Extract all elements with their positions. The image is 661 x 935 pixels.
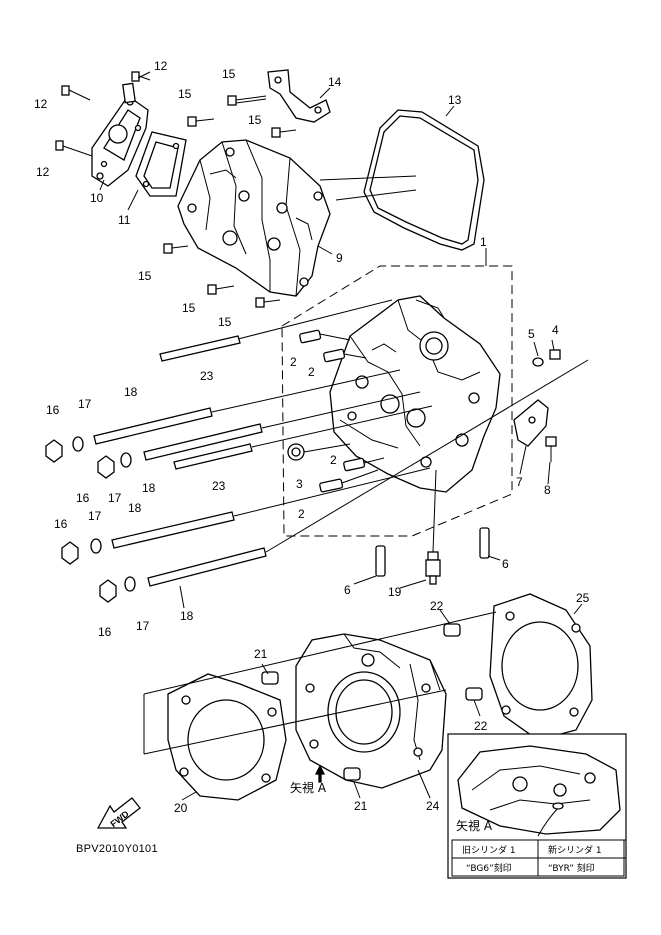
- callout-leaders: [99, 71, 583, 801]
- callout-17-a: 17: [78, 397, 92, 411]
- callout-4: 4: [552, 323, 559, 337]
- callout-23-b: 23: [212, 479, 226, 493]
- callout-15-e: 15: [182, 301, 196, 315]
- washer-17-group: [72, 436, 136, 592]
- dowel-6-group: [375, 527, 490, 577]
- callout-10: 10: [90, 191, 104, 205]
- cylinder-head-cover-9: [177, 139, 331, 297]
- callout-23-a: 23: [200, 369, 214, 383]
- callout-11: 11: [118, 213, 131, 227]
- callout-12-c: 12: [36, 165, 50, 179]
- assembly-leader-lines: [143, 175, 497, 755]
- callout-15-f: 15: [218, 315, 232, 329]
- callout-15-d: 15: [138, 269, 152, 283]
- callout-15-c: 15: [248, 113, 262, 127]
- callout-17-c: 17: [88, 509, 102, 523]
- bolt-12-group: [55, 71, 151, 157]
- stud-18-group: [93, 407, 267, 587]
- callout-6-a: 6: [344, 583, 351, 597]
- bracket-14: [267, 69, 331, 123]
- inset-value-old: “BG6”刻印: [466, 862, 512, 874]
- cylinder-head-1: [329, 295, 501, 493]
- inset-title: 矢視 A: [456, 818, 493, 833]
- callout-25: 25: [576, 591, 590, 605]
- callout-16-c: 16: [54, 517, 68, 531]
- bracket-7: [513, 399, 549, 447]
- callout-21-b: 21: [354, 799, 368, 813]
- callout-22-b: 22: [474, 719, 488, 733]
- inset-view-a: [447, 733, 627, 879]
- callout-6-b: 6: [502, 557, 509, 571]
- valve-seal-2-group: [299, 329, 385, 493]
- view-a-label: 矢視 A: [290, 780, 327, 795]
- callout-9: 9: [336, 251, 343, 265]
- callout-20: 20: [174, 801, 188, 815]
- view-a-arrow: [314, 764, 326, 783]
- cylinder-24: [295, 633, 447, 789]
- drawing-code: BPV2010Y0101: [76, 843, 158, 855]
- callout-13: 13: [448, 93, 462, 107]
- callout-17-d: 17: [136, 619, 150, 633]
- callout-18-a: 18: [124, 385, 138, 399]
- callout-2-c: 2: [330, 453, 337, 467]
- callout-12-a: 12: [154, 59, 168, 73]
- nut-16-group: [45, 439, 117, 603]
- callout-21-a: 21: [254, 647, 268, 661]
- callout-3: 3: [296, 477, 303, 491]
- inset-header-new: 新シリンダ 1: [548, 844, 602, 856]
- callout-18-b: 18: [142, 481, 156, 495]
- plug-3: [287, 443, 351, 461]
- callout-2-d: 2: [298, 507, 305, 521]
- callout-2-a: 2: [290, 355, 297, 369]
- dowel-22-group: [443, 623, 483, 701]
- callout-1: 1: [480, 235, 487, 249]
- callout-24: 24: [426, 799, 440, 813]
- callout-8: 8: [544, 483, 551, 497]
- thermostat-cover-10: [91, 82, 149, 187]
- cylinder-gasket-20: [167, 673, 287, 801]
- callout-14: 14: [328, 75, 342, 89]
- inset-header-old: 旧シリンダ 1: [462, 844, 516, 856]
- callout-19: 19: [388, 585, 402, 599]
- dowel-21-group: [261, 671, 361, 781]
- callout-15-a: 15: [222, 67, 236, 81]
- cylinder-head-assy-box: [281, 265, 513, 537]
- bolt-4: [549, 349, 561, 360]
- callout-7: 7: [516, 475, 523, 489]
- base-gasket-25: [489, 593, 593, 741]
- callout-16-a: 16: [46, 403, 60, 417]
- callout-18-d: 18: [180, 609, 194, 623]
- callout-labels: 1 2 2 2 2 3 4 5 6 6 7 8 9 10 11 12 12 12…: [34, 59, 602, 874]
- callout-22-a: 22: [430, 599, 444, 613]
- callout-17-b: 17: [108, 491, 122, 505]
- stud-23-group: [159, 335, 253, 470]
- head-cover-gasket-13: [363, 109, 485, 251]
- spark-plug-19: [425, 469, 441, 585]
- callout-5: 5: [528, 327, 535, 341]
- washer-5: [532, 357, 544, 367]
- callout-16-b: 16: [76, 491, 90, 505]
- callout-2-b: 2: [308, 365, 315, 379]
- bolt-15-group: [163, 95, 297, 308]
- callout-16-d: 16: [98, 625, 112, 639]
- callout-12-b: 12: [34, 97, 48, 111]
- fwd-arrow-icon: [96, 797, 141, 829]
- bolt-8: [545, 436, 557, 462]
- gasket-11: [135, 131, 187, 197]
- inset-value-new: “BYR” 刻印: [548, 862, 595, 874]
- leader-lines-studs: [211, 299, 589, 553]
- callout-18-c: 18: [128, 501, 142, 515]
- callout-15-b: 15: [178, 87, 192, 101]
